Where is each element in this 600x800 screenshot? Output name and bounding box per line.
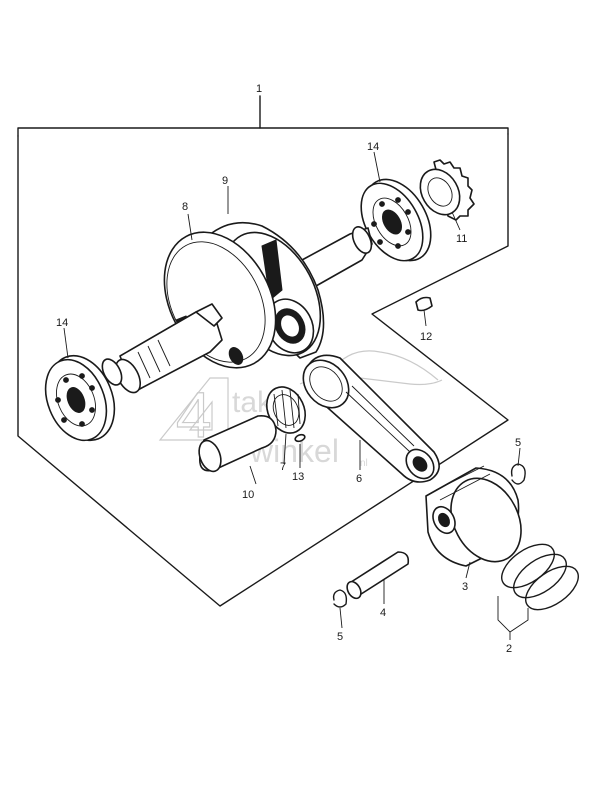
circlip-bottom (332, 589, 348, 608)
callout-labels: 1 14 9 8 11 12 14 7 13 6 10 5 3 4 5 2 (56, 83, 521, 655)
assembly-bracket-top (17, 127, 509, 137)
thrust-washer (294, 433, 306, 443)
connecting-rod (302, 354, 440, 483)
label-7: 7 (280, 461, 286, 473)
label-4: 4 (380, 607, 386, 619)
label-12: 12 (420, 331, 432, 343)
crankshaft-left-shaft (101, 303, 223, 394)
piston (425, 465, 522, 567)
circlip-top (510, 463, 526, 485)
label-6: 6 (356, 473, 362, 485)
label-1: 1 (256, 83, 262, 95)
crankshaft-right-shaft (301, 226, 373, 287)
label-13: 13 (292, 471, 304, 483)
sprocket-gear (419, 159, 475, 221)
label-9: 9 (222, 175, 228, 187)
bearing-left (44, 354, 116, 442)
piston-rings (501, 543, 579, 611)
assembly-outline (17, 95, 509, 607)
label-2: 2 (506, 643, 512, 655)
watermark-text-suffix: nl (360, 458, 368, 469)
label-5-bottom: 5 (337, 631, 343, 643)
bearing-right (360, 178, 432, 262)
label-5-top: 5 (515, 437, 521, 449)
label-8: 8 (182, 201, 188, 213)
label-14-left: 14 (56, 317, 68, 329)
label-14-right: 14 (367, 141, 379, 153)
label-3: 3 (462, 581, 468, 593)
label-11: 11 (456, 233, 467, 245)
needle-bearing (265, 386, 307, 434)
label-10: 10 (242, 489, 254, 501)
crank-pin (198, 414, 277, 473)
leader-lines (63, 151, 529, 640)
assembly-boundary (17, 133, 509, 607)
woodruff-key (415, 296, 433, 312)
piston-pin (346, 551, 410, 600)
